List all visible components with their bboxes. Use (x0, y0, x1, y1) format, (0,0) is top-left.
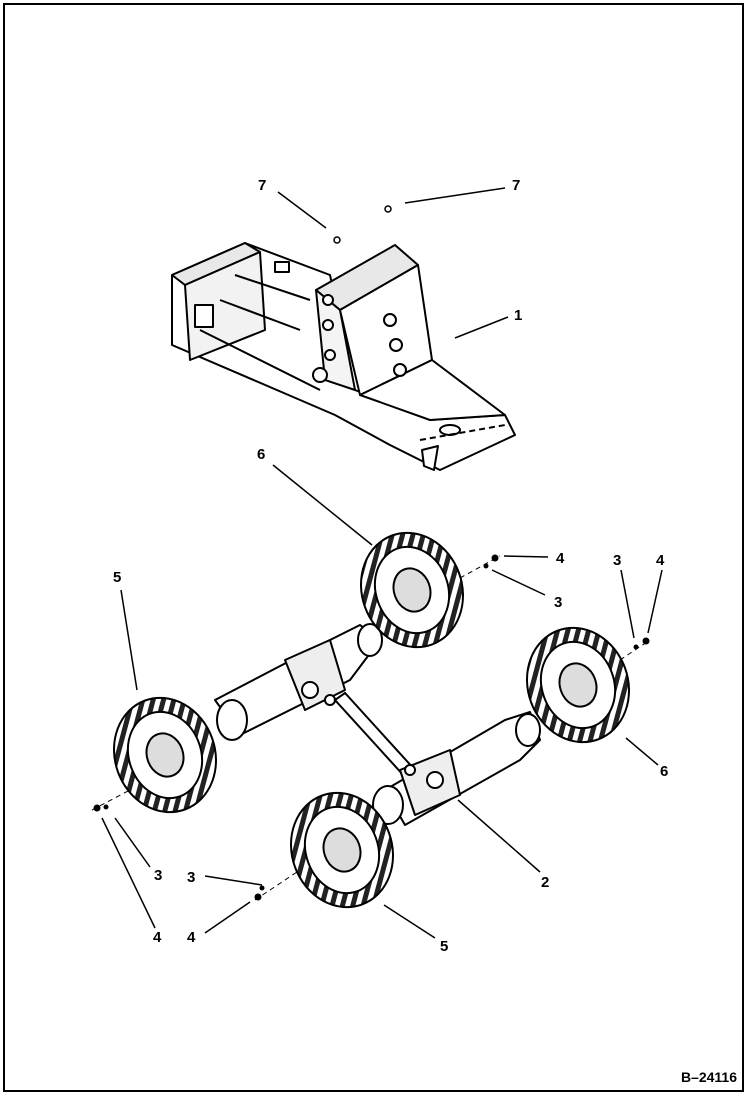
tire-front-right (359, 531, 465, 649)
callout-fitting-right: 7 (512, 177, 520, 194)
callout-frame: 1 (514, 307, 522, 324)
callout-labels: 7 7 1 6 5 4 3 3 4 6 3 3 2 4 4 5 (113, 177, 668, 955)
callout-tire-right-bottom: 6 (660, 763, 668, 780)
callout-nut-left: 4 (153, 929, 162, 946)
rear-axle (372, 711, 541, 826)
callout-rear-axle: 2 (541, 874, 549, 891)
drive-shaft (333, 691, 417, 779)
assembly-center-lines (91, 555, 651, 901)
callout-tire-left-top: 5 (113, 569, 121, 586)
callout-nut-top: 4 (556, 550, 565, 567)
tire-front-left (112, 696, 218, 814)
tire-rear-left (289, 791, 395, 909)
callout-tire-right-top: 6 (257, 446, 265, 463)
chassis-frame (171, 242, 516, 471)
callout-washer-right: 3 (613, 552, 621, 569)
callout-nut-bottom: 4 (187, 929, 196, 946)
figure-id: B–24116 (680, 1069, 737, 1085)
callout-tire-left-bottom: 5 (440, 938, 448, 955)
callout-fitting-left: 7 (258, 177, 266, 194)
callout-nut-right: 4 (656, 552, 665, 569)
leader-lines (101, 187, 663, 939)
callout-washer-bottom: 3 (187, 869, 195, 886)
callout-washer-left: 3 (154, 867, 162, 884)
diagram-border (3, 3, 744, 1092)
fitting-parts (333, 205, 392, 244)
tire-rear-right (525, 626, 631, 744)
callout-washer-top: 3 (554, 594, 562, 611)
front-axle (214, 623, 383, 741)
